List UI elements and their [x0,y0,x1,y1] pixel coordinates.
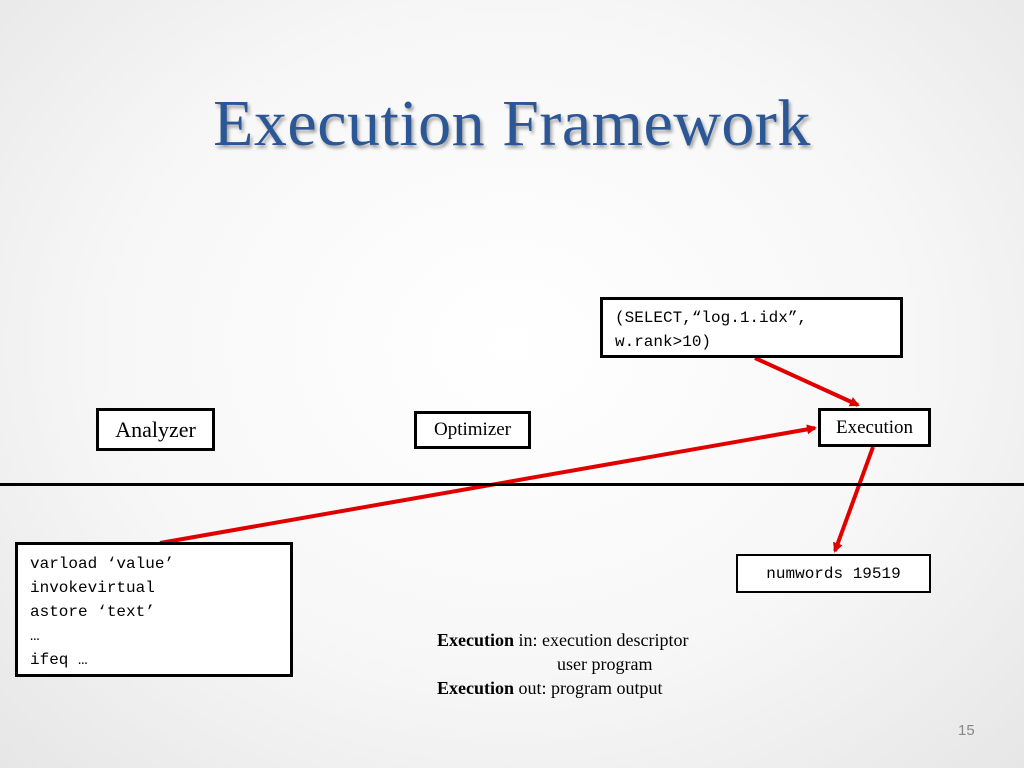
optimizer-label: Optimizer [433,419,512,440]
note-line-1-text: in: execution descriptor [514,630,689,650]
analyzer-box: Analyzer [96,408,215,451]
program-line-4: … [30,627,40,645]
note-line-1-keyword: Execution [437,630,515,650]
note-line-3-text: out: program output [514,678,663,698]
program-line-3: astore ‘text’ [30,603,155,621]
select-line-1: (SELECT,“log.1.idx”, [615,309,808,327]
program-line-1: varload ‘value’ [30,555,175,573]
analyzer-label: Analyzer [115,416,196,442]
divider-line [0,483,1024,486]
execution-label: Execution [835,417,914,438]
execution-notes: Execution in: execution descriptor user … [437,628,688,700]
slide-title: Execution Framework [213,87,811,160]
program-box: varload ‘value’ invokevirtual astore ‘te… [15,542,293,677]
program-line-5: ifeq … [30,651,88,669]
output-label: numwords 19519 [766,564,901,583]
optimizer-box: Optimizer [414,411,531,449]
output-box: numwords 19519 [736,554,931,593]
arrow-select-to-execution [754,356,860,407]
page-number: 15 [958,722,975,739]
program-line-2: invokevirtual [30,579,155,597]
arrow-execution-to-output [833,446,875,553]
note-line-1: Execution in: execution descriptor [437,628,688,652]
note-line-3: Execution out: program output [437,676,688,700]
select-line-2: w.rank>10) [615,333,712,351]
note-line-2: user program [557,654,653,674]
execution-box: Execution [818,408,931,447]
select-descriptor-box: (SELECT,“log.1.idx”, w.rank>10) [600,297,903,358]
note-line-3-keyword: Execution [437,678,515,698]
